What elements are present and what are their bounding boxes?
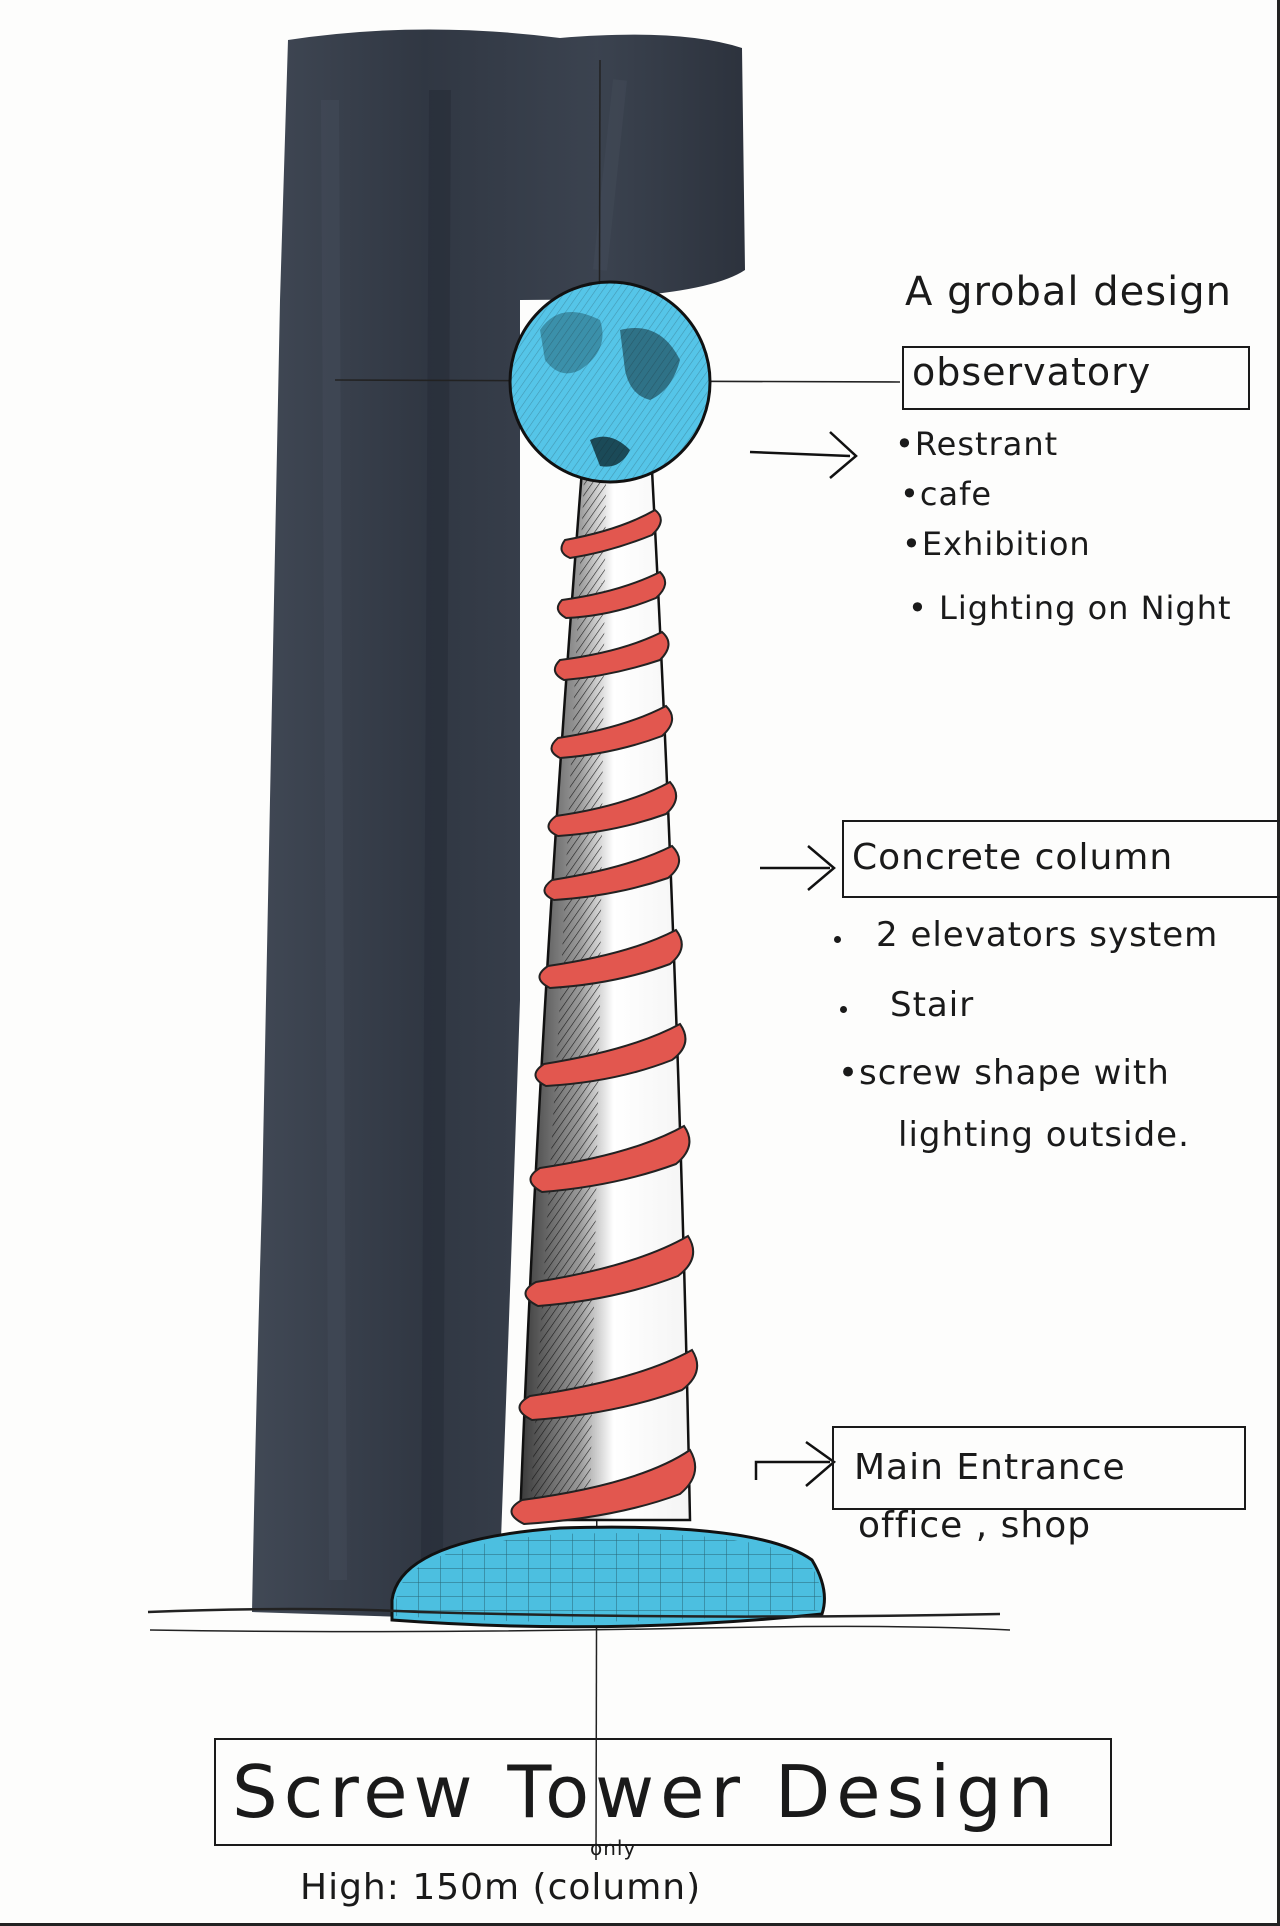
column-item: Stair	[890, 985, 975, 1025]
column-item: •screw shape with	[838, 1053, 1170, 1093]
entrance-subtitle: office , shop	[858, 1505, 1092, 1546]
observatory-item: •Exhibition	[902, 525, 1091, 563]
entrance-base	[390, 1525, 826, 1629]
observatory-item: • Lighting on Night	[908, 589, 1232, 627]
bullet	[840, 1006, 847, 1013]
column-item: lighting outside.	[898, 1115, 1190, 1155]
observatory-box	[902, 346, 1250, 410]
arrow-icon	[760, 845, 836, 891]
column-item: 2 elevators system	[876, 915, 1219, 955]
small-note: only	[590, 1836, 637, 1860]
title-box	[214, 1738, 1112, 1846]
shadow-wash	[252, 29, 745, 1621]
screw-bands	[510, 508, 699, 1526]
observatory-item: •Restrant	[895, 425, 1059, 463]
entrance-box	[832, 1426, 1246, 1510]
page-title: Screw Tower Design	[232, 1750, 1060, 1834]
arrow-icon	[754, 1440, 837, 1487]
entrance-title: Main Entrance	[854, 1447, 1126, 1488]
arrow-icon	[749, 431, 858, 479]
height-note: High: 150m (column)	[300, 1867, 702, 1908]
observatory-title: observatory	[912, 350, 1152, 394]
observatory-item: •cafe	[900, 475, 993, 513]
column-box	[842, 820, 1280, 898]
column-title: Concrete column	[852, 837, 1174, 878]
observatory-globe	[508, 280, 712, 484]
bullet	[834, 936, 841, 943]
design-heading: A grobal design	[905, 269, 1232, 315]
